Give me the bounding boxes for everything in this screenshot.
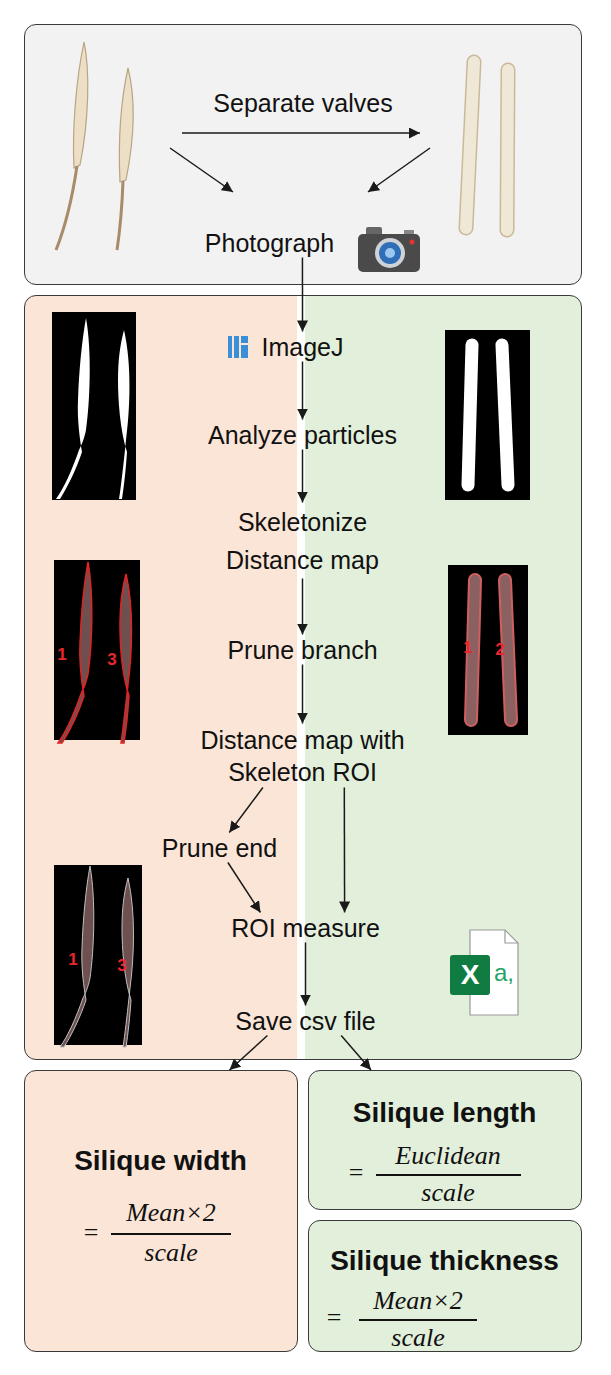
callout-number: 3 [92, 650, 132, 670]
silique-pod [73, 42, 87, 168]
valve-photo [466, 62, 508, 230]
process-step: Skeletonize Distance map [218, 503, 388, 579]
document-fold [505, 930, 518, 943]
step-text: Skeletonize Distance map [218, 503, 388, 579]
fraction-bar [376, 1174, 521, 1176]
flow-arrow [305, 943, 307, 1006]
fraction-bar [359, 1319, 477, 1321]
formula-denominator: scale [373, 1178, 523, 1208]
output-title: Silique thickness [309, 1246, 580, 1276]
process-step: Prune end [150, 833, 290, 863]
process-step: Analyze particles [193, 420, 413, 450]
icon-letter: a, [484, 958, 524, 987]
valve-outline [466, 62, 474, 228]
workflow-panel: Separate valvesPhotograph [24, 24, 582, 285]
output-box: Silique thickness = Mean×2 scale [308, 1220, 582, 1352]
excel-badge [450, 955, 490, 995]
imagej-icon [228, 336, 248, 358]
icon-letter: X [450, 958, 490, 992]
valve-mask [468, 345, 472, 485]
valve-roi [505, 580, 511, 720]
icon-bar [228, 336, 232, 358]
formula-denominator: scale [358, 1323, 478, 1353]
icon-bar [234, 336, 239, 358]
flow-arrow [344, 788, 346, 913]
output-box: Silique width = Mean×2 scale [24, 1070, 298, 1352]
icon-bar [241, 336, 248, 343]
icon-bar [241, 345, 248, 358]
valve-mask [502, 345, 508, 485]
callout-number: 1 [448, 638, 488, 658]
process-step: Prune branch [218, 635, 388, 665]
callout-number: 1 [42, 645, 82, 665]
flow-arrow [230, 1036, 268, 1071]
process-step: Distance map with Skeleton ROI [193, 724, 413, 788]
flow-arrow [302, 258, 304, 332]
camera-lens [385, 248, 395, 258]
step-label: Photograph [190, 228, 350, 258]
valve-outline [507, 70, 508, 230]
camera-body [358, 234, 420, 272]
binary-image [52, 312, 530, 500]
arrow [368, 148, 430, 192]
flow-arrow [302, 450, 304, 503]
silique-mask [118, 330, 130, 499]
callout-number: 3 [102, 956, 142, 976]
formula-denominator: scale [111, 1238, 231, 1268]
callout-number: 1 [53, 950, 93, 970]
flow-arrow [228, 863, 261, 913]
step-text: Analyze particles [193, 420, 413, 450]
software-label: ImageJ [255, 332, 351, 362]
arrow [182, 132, 420, 134]
camera-icon [358, 227, 420, 272]
illustration-arrows [170, 133, 430, 192]
camera-lens [379, 242, 401, 264]
flow-arrow [229, 788, 263, 833]
flow-arrow [341, 1036, 371, 1071]
formula-symbol: = [324, 1303, 344, 1333]
flow-arrow [302, 665, 304, 724]
arrow [170, 148, 233, 192]
valve-roi [505, 580, 511, 720]
silique-pod [119, 68, 133, 182]
step-text: Distance map with Skeleton ROI [193, 724, 413, 788]
image-background [52, 312, 136, 500]
step-text: Photograph [190, 228, 350, 258]
output-title: Silique length [309, 1098, 580, 1128]
formula-symbol: = [346, 1158, 366, 1188]
step-text: Prune branch [218, 635, 388, 665]
step-label: Separate valves [193, 88, 413, 118]
process-step: ROI measure [221, 913, 391, 943]
formula-numerator: Euclidean [373, 1141, 523, 1171]
silique-stalk [117, 181, 123, 250]
valve [507, 70, 508, 230]
skeleton-image [54, 560, 528, 1047]
silique-stalk [56, 166, 77, 250]
silique-mask [56, 318, 90, 499]
flow-arrow [302, 579, 304, 635]
silique-photo [56, 42, 133, 250]
callout-number: 2 [480, 640, 520, 660]
silique-roi [120, 574, 132, 743]
fraction-bar [111, 1233, 231, 1235]
step-text: Save csv file [221, 1006, 391, 1036]
formula-numerator: Mean×2 [111, 1198, 231, 1228]
camera-light [410, 240, 415, 245]
formula-numerator: Mean×2 [358, 1286, 478, 1316]
image-background [445, 330, 530, 500]
step-text: ROI measure [221, 913, 391, 943]
step-text: ImageJ [255, 332, 351, 362]
output-box: Silique length =Euclidean scale [308, 1070, 582, 1210]
valve [466, 62, 474, 228]
process-step: Save csv file [221, 1006, 391, 1036]
output-title: Silique width [25, 1146, 296, 1176]
step-text: Prune end [150, 833, 290, 863]
formula-symbol: = [81, 1218, 101, 1248]
camera-lens [375, 238, 405, 268]
image-background [448, 565, 528, 735]
flow-arrow [302, 362, 304, 420]
